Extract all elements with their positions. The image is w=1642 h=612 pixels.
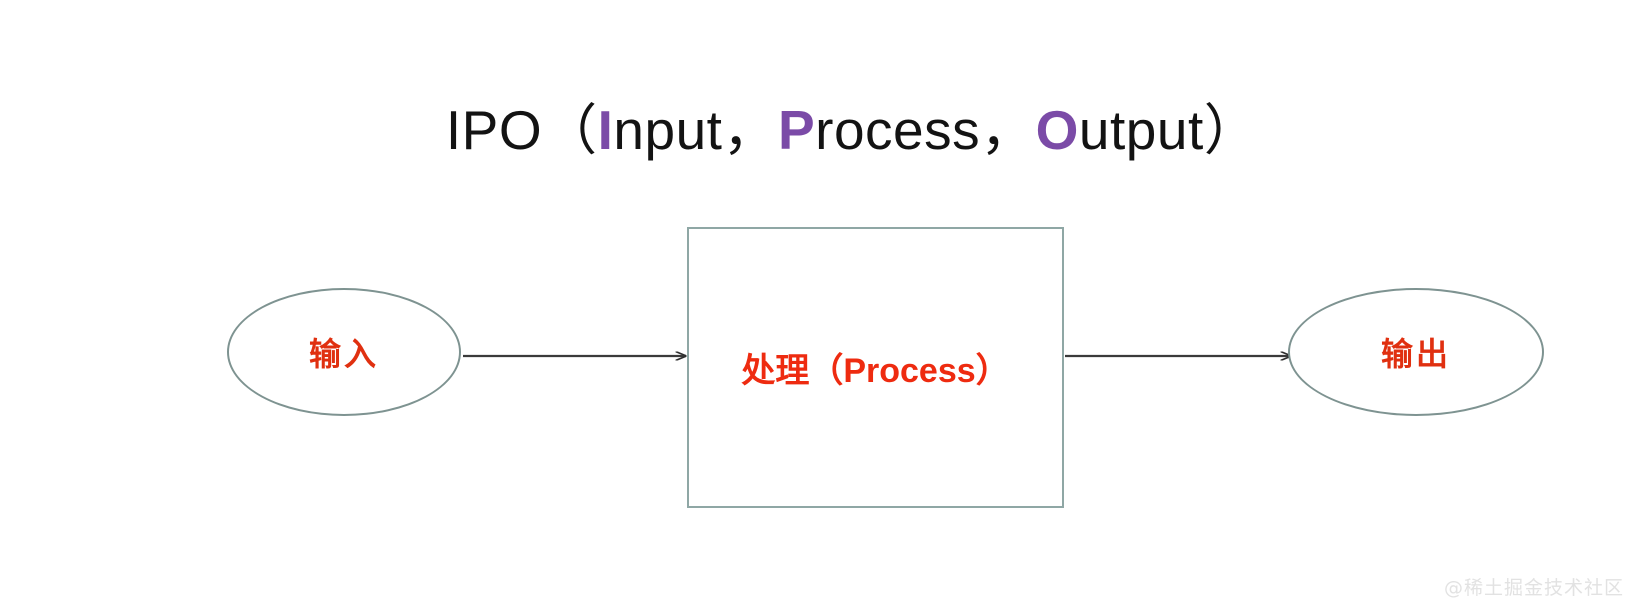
node-process[interactable]: 处理（Process） — [687, 227, 1064, 508]
title-segment-0: IPO（ — [445, 99, 598, 161]
watermark: @稀土掘金技术社区 — [1443, 577, 1624, 599]
title-segment-5-highlight: O — [1035, 99, 1079, 161]
node-input[interactable]: 输入 — [227, 288, 461, 416]
node-process-label-cn-end: ） — [975, 351, 1010, 391]
title-segment-4: rocess， — [815, 99, 1036, 161]
node-process-label-cn: 处理（ — [741, 351, 844, 391]
title-segment-3-highlight: P — [777, 99, 816, 161]
node-output-label: 输出 — [1380, 335, 1451, 373]
title-segment-2: nput， — [613, 99, 778, 161]
page-title: IPO（Input，Process，Output） — [0, 28, 1642, 232]
title-segment-6: utput） — [1078, 99, 1260, 161]
node-output[interactable]: 输出 — [1288, 288, 1544, 416]
title-segment-1-highlight: I — [597, 99, 614, 161]
node-input-label: 输入 — [308, 335, 379, 373]
node-process-label-en: Process — [843, 352, 976, 390]
node-process-label: 处理（Process） — [741, 343, 1009, 392]
